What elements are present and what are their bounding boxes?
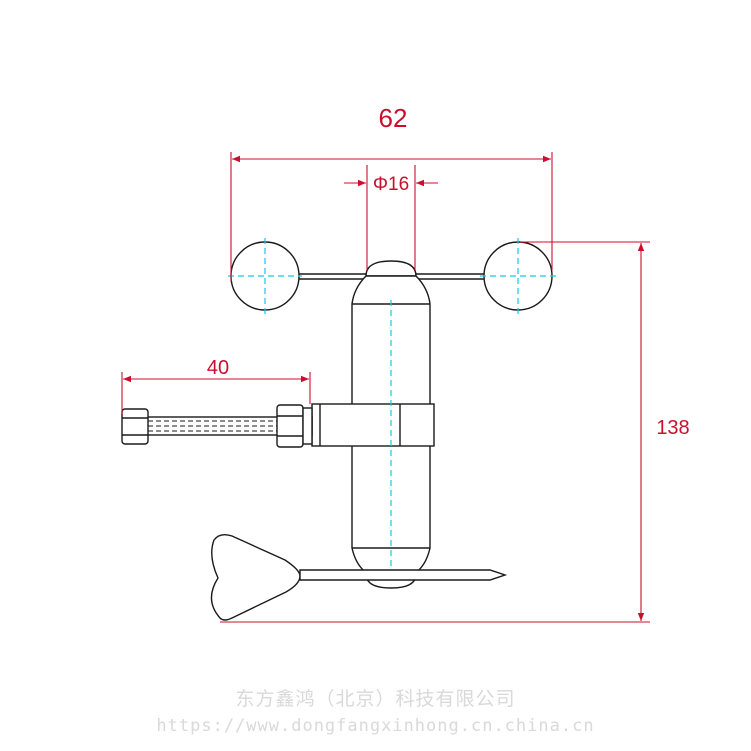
top-hub [365, 260, 417, 277]
dim-phi16-label: Φ16 [373, 174, 409, 195]
dim-62-label: 62 [379, 103, 408, 133]
centerlines [228, 238, 556, 570]
vane-rod [299, 569, 508, 581]
left-nut [121, 408, 149, 445]
watermark-url: https://www.dongfangxinhong.cn.china.cn [156, 716, 595, 736]
dimension-lines [121, 152, 650, 623]
dim-40-label: 40 [207, 357, 229, 379]
vane-tail-fin [210, 533, 301, 621]
anemometer-outline [121, 241, 553, 621]
right-nut [276, 404, 313, 448]
dim-138-label: 138 [656, 417, 689, 439]
clamp-block [311, 403, 435, 447]
watermark-company: 东方鑫鸿（北京）科技有限公司 [235, 688, 516, 710]
